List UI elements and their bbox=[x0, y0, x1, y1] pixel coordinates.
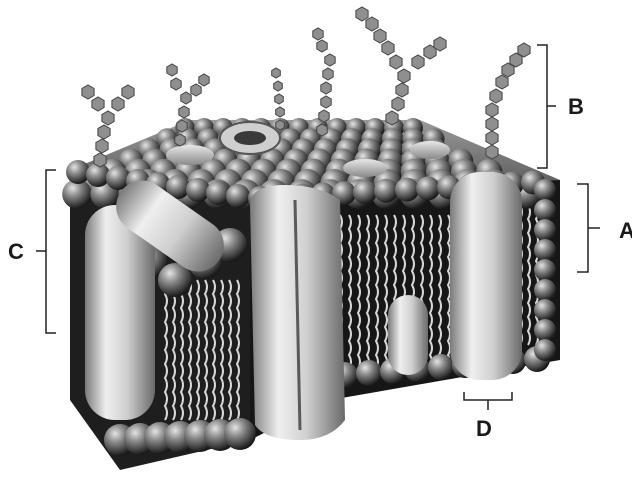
sugar-unit bbox=[122, 85, 134, 99]
sugar-unit bbox=[94, 153, 106, 167]
bracket-d bbox=[464, 392, 512, 410]
sugar-unit bbox=[518, 43, 530, 57]
head bbox=[428, 354, 454, 380]
sugar-unit bbox=[102, 111, 114, 125]
head bbox=[353, 180, 377, 204]
sugar-unit bbox=[191, 84, 201, 96]
head bbox=[416, 176, 440, 200]
sugar-unit bbox=[490, 89, 502, 103]
bracket-c bbox=[36, 170, 56, 333]
head bbox=[356, 360, 382, 386]
head bbox=[534, 239, 556, 261]
sugar-unit bbox=[199, 74, 209, 86]
label-d: D bbox=[476, 418, 492, 440]
sugar-unit bbox=[317, 40, 327, 52]
sugar-unit bbox=[82, 85, 94, 99]
sugar-unit bbox=[382, 41, 394, 55]
sugar-unit bbox=[112, 97, 124, 111]
sugar-unit bbox=[325, 54, 335, 66]
sugar-unit bbox=[412, 55, 424, 69]
head bbox=[534, 299, 556, 321]
sugar-unit bbox=[356, 7, 368, 21]
sugar-unit bbox=[275, 94, 284, 104]
sugar-unit bbox=[396, 83, 408, 97]
sugar-unit bbox=[434, 37, 446, 51]
sugar-unit bbox=[177, 120, 187, 132]
head bbox=[534, 279, 556, 301]
sugar-unit bbox=[496, 75, 508, 89]
label-b: B bbox=[568, 96, 584, 118]
label-c: C bbox=[8, 241, 24, 263]
sugar-unit bbox=[374, 29, 386, 43]
top-protein-3 bbox=[410, 141, 450, 159]
head bbox=[534, 219, 556, 241]
sugar-unit bbox=[171, 78, 181, 90]
sugar-unit bbox=[181, 92, 191, 104]
sugar-unit bbox=[167, 64, 177, 76]
sugar-unit bbox=[92, 97, 104, 111]
integral-protein-right bbox=[450, 172, 522, 380]
head bbox=[224, 418, 256, 450]
sugar-unit bbox=[179, 106, 189, 118]
head bbox=[534, 199, 556, 221]
pore-hole bbox=[234, 131, 266, 145]
sugar-unit bbox=[486, 131, 498, 145]
sugar-unit bbox=[486, 117, 498, 131]
sugar-unit bbox=[272, 68, 281, 78]
sugar-unit bbox=[276, 120, 285, 130]
sugar-unit bbox=[486, 145, 498, 159]
top-protein-1 bbox=[166, 145, 214, 165]
head bbox=[534, 339, 556, 361]
sugar-unit bbox=[323, 68, 333, 80]
sugar-unit bbox=[98, 125, 110, 139]
sugar-unit bbox=[274, 81, 283, 91]
bracket-a bbox=[577, 184, 600, 272]
head bbox=[374, 179, 398, 203]
head bbox=[534, 259, 556, 281]
sugar-unit bbox=[321, 96, 331, 108]
sugar-unit bbox=[319, 110, 329, 122]
sugar-unit bbox=[366, 17, 378, 31]
head bbox=[226, 184, 250, 208]
label-a: A bbox=[619, 220, 632, 242]
sugar-unit bbox=[313, 28, 323, 40]
sugar-unit bbox=[96, 139, 108, 153]
sugar-unit bbox=[486, 103, 498, 117]
head bbox=[534, 179, 556, 201]
sugar-unit bbox=[276, 107, 285, 117]
small-protein bbox=[388, 295, 428, 375]
sugar-unit bbox=[392, 97, 404, 111]
top-protein-2 bbox=[343, 159, 387, 177]
sugar-unit bbox=[398, 69, 410, 83]
head bbox=[395, 178, 419, 202]
bracket-b bbox=[537, 45, 556, 168]
sugar-unit bbox=[317, 124, 327, 136]
sugar-unit bbox=[390, 55, 402, 69]
sugar-unit bbox=[175, 134, 185, 146]
head bbox=[534, 319, 556, 341]
sugar-unit bbox=[386, 111, 398, 125]
sugar-unit bbox=[321, 82, 331, 94]
